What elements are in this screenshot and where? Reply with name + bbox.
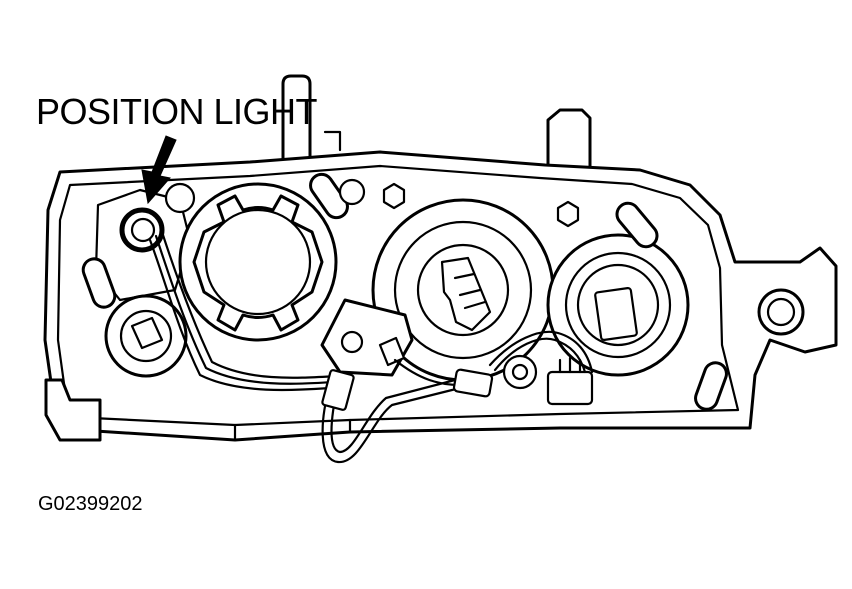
wire-loop-inner bbox=[330, 378, 457, 454]
wire-harness-2 bbox=[154, 234, 336, 385]
left-slot bbox=[81, 257, 117, 309]
leveling-motor-plug bbox=[378, 336, 406, 367]
side-socket-center bbox=[511, 363, 529, 381]
arrow-down-icon bbox=[141, 135, 177, 205]
hex-bolt-center bbox=[382, 182, 406, 210]
left-mounting-tab bbox=[44, 378, 102, 442]
position-light-highlight-ring bbox=[119, 207, 165, 253]
hex-bolt-right bbox=[556, 200, 580, 228]
inline-connector-left bbox=[321, 369, 355, 411]
lower-left-socket-key bbox=[130, 316, 164, 350]
small-connector bbox=[546, 370, 594, 406]
leveling-motor-hole bbox=[340, 330, 364, 354]
top-right-mounting-tab bbox=[546, 108, 592, 180]
figure-code: G02399202 bbox=[38, 493, 143, 515]
right-mounting-hole bbox=[766, 297, 796, 327]
upper-left-boss bbox=[164, 182, 196, 214]
fog-lamp-bulb-base bbox=[594, 287, 638, 341]
right-lower-slot bbox=[694, 361, 728, 411]
wire-harness-1 bbox=[148, 238, 332, 392]
upper-slot bbox=[309, 172, 349, 220]
position-light-socket bbox=[130, 217, 156, 243]
right-upper-slot bbox=[615, 201, 659, 249]
bottom-lip bbox=[233, 418, 352, 442]
position-light-label: POSITION LIGHT bbox=[36, 91, 318, 132]
inline-connector-right bbox=[452, 368, 494, 398]
wire-to-connector-1 bbox=[493, 337, 587, 374]
wire-harness-3 bbox=[160, 230, 340, 379]
label-bracket bbox=[323, 130, 342, 152]
wire-loop-outer bbox=[321, 383, 462, 464]
low-beam-bulb-ridges bbox=[453, 272, 487, 310]
high-beam-bulb bbox=[204, 208, 312, 316]
upper-slot-boss bbox=[338, 178, 366, 206]
wire-to-connector-2 bbox=[488, 330, 594, 374]
top-mounting-tab bbox=[281, 74, 312, 160]
